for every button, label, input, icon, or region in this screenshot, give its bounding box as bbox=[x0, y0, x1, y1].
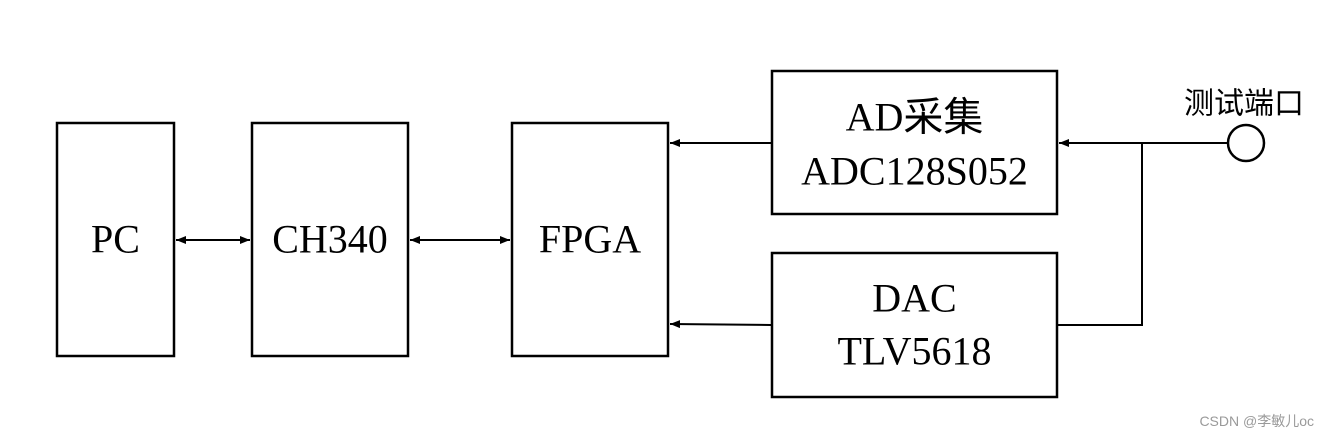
ch340-block: CH340 bbox=[250, 121, 410, 358]
pc-block-box bbox=[55, 121, 176, 358]
fpga-block-label: FPGA bbox=[539, 217, 641, 262]
dac-to-fpga-arrow bbox=[669, 320, 772, 329]
test-port-label: 测试端口 bbox=[1184, 88, 1304, 121]
ch340-block-box bbox=[250, 121, 410, 358]
fpga-block: FPGA bbox=[510, 121, 670, 358]
adc-block: AD采集 ADC128S052 bbox=[770, 69, 1059, 216]
test-port-circle-icon bbox=[1226, 123, 1266, 163]
pc-block-label: PC bbox=[91, 217, 140, 262]
dac-block-box bbox=[770, 251, 1059, 399]
ch340-block-label: CH340 bbox=[272, 217, 388, 262]
dac-block: DAC TLV5618 bbox=[770, 251, 1059, 399]
adc-block-box bbox=[770, 69, 1059, 216]
watermark: CSDN @李敏儿oc bbox=[1199, 413, 1314, 429]
pc-block: PC bbox=[55, 121, 176, 358]
dac-to-port-wire bbox=[1058, 143, 1143, 326]
adc-block-label-line1: AD采集 bbox=[846, 95, 984, 140]
dac-block-label-line2: TLV5618 bbox=[837, 329, 991, 374]
dac-block-label-line1: DAC bbox=[872, 276, 956, 321]
adc-block-label-line2: ADC128S052 bbox=[801, 149, 1028, 194]
test-port: 测试端口 bbox=[1184, 88, 1304, 163]
fpga-block-box bbox=[510, 121, 670, 358]
